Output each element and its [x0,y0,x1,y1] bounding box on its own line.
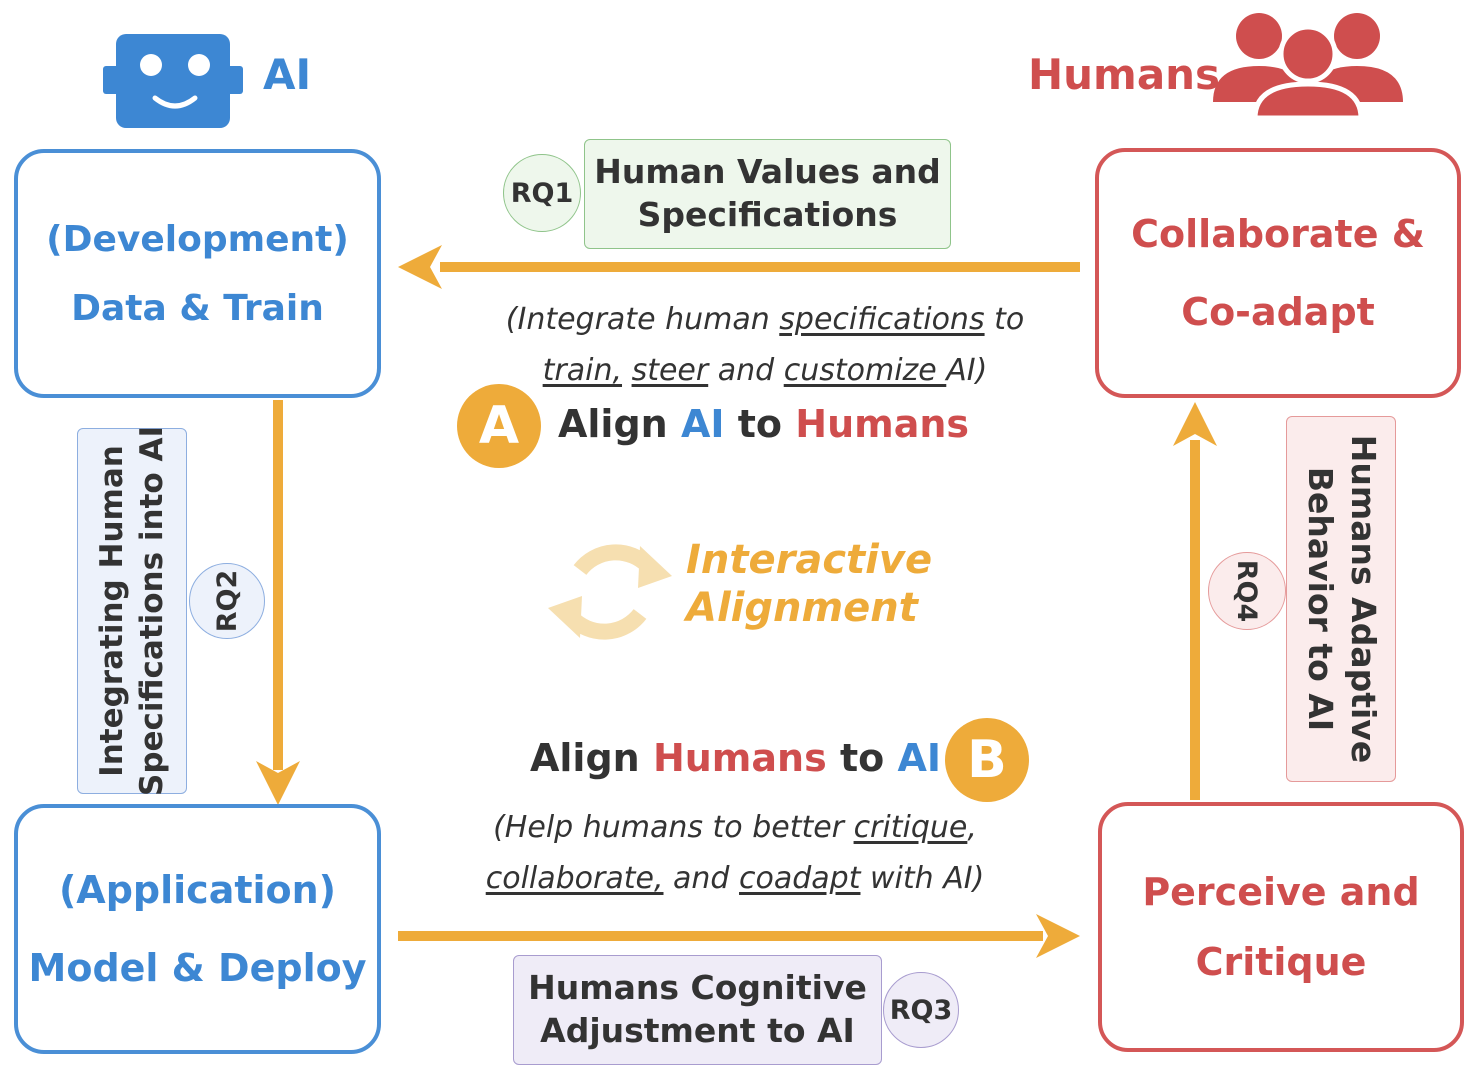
rq3-badge: RQ3 [883,972,959,1048]
collaborate-box: Collaborate & Co-adapt [1095,148,1461,398]
application-box: (Application) Model & Deploy [14,804,381,1054]
align-b-desc-line2: collaborate, and coadapt with AI) [485,861,985,896]
align-a-desc-line1: (Integrate human specifications to [505,302,1025,337]
collaborate-box-line2: Co-adapt [1181,290,1375,334]
rq3-label-line1: Humans Cognitive [528,968,867,1008]
development-box-line1: (Development) [46,218,349,260]
align-b-heading: Align Humans to AI [530,736,942,780]
align-a-heading: Align AI to Humans [558,402,970,446]
rq3-label-line2: Adjustment to AI [540,1011,855,1050]
arrow-bottom-head [1036,914,1080,958]
rq1-label-line1: Human Values and [594,152,941,192]
align-a-description: (Integrate human specifications to train… [430,294,1100,396]
robot-icon [103,34,243,128]
development-box: (Development) Data & Train [14,149,381,398]
perceive-box-line2: Critique [1195,940,1367,984]
development-box-line2: Data & Train [71,287,324,329]
humans-header-label: Humans [1028,50,1221,99]
rq4-label-line2: Behavior to AI [1301,466,1340,732]
rq2-label-line2: Specifications into AI [134,425,170,796]
align-a-desc-line2: train, steer and customize AI) [542,353,988,388]
perceive-box: Perceive and Critique [1098,802,1464,1052]
arrow-left-shaft [273,400,283,770]
align-b-description: (Help humans to better critique, collabo… [400,802,1070,904]
arrow-right-head [1173,402,1217,446]
perceive-box-line1: Perceive and [1142,870,1420,914]
arrow-bottom-shaft [398,931,1043,941]
rq2-label: Integrating Human Specifications into AI [77,425,187,796]
rq2-label-line1: Integrating Human [93,445,130,777]
interactive-alignment-line1: Interactive [686,537,933,583]
interactive-alignment-label: Interactive Alignment [686,536,932,632]
rq4-label-line1: Humans Adaptive [1343,434,1383,764]
arrow-right-shaft [1190,440,1200,800]
application-box-line2: Model & Deploy [28,946,367,990]
cycle-arrows-icon [548,544,672,640]
align-b-desc-line1: (Help humans to better critique, [493,810,977,845]
arrow-top-head [398,245,442,289]
rq2-badge: RQ2 [189,563,265,639]
ai-header-label: AI [263,50,312,99]
align-a-badge: A [457,384,541,468]
application-box-line1: (Application) [58,868,337,912]
collaborate-box-line1: Collaborate & [1131,212,1425,256]
rq1-label: Human Values and Specifications [584,139,951,249]
rq4-badge: RQ4 [1208,552,1286,630]
rq1-badge: RQ1 [503,154,581,232]
people-icon [1213,13,1403,120]
rq4-label: Humans Adaptive Behavior to AI [1286,416,1396,782]
arrow-top-shaft [440,262,1080,272]
align-b-badge: B [945,718,1029,802]
interactive-alignment-line2: Alignment [686,585,918,631]
rq3-label: Humans Cognitive Adjustment to AI [513,955,882,1065]
arrow-left-head [256,761,300,805]
rq1-label-line2: Specifications [637,195,898,234]
